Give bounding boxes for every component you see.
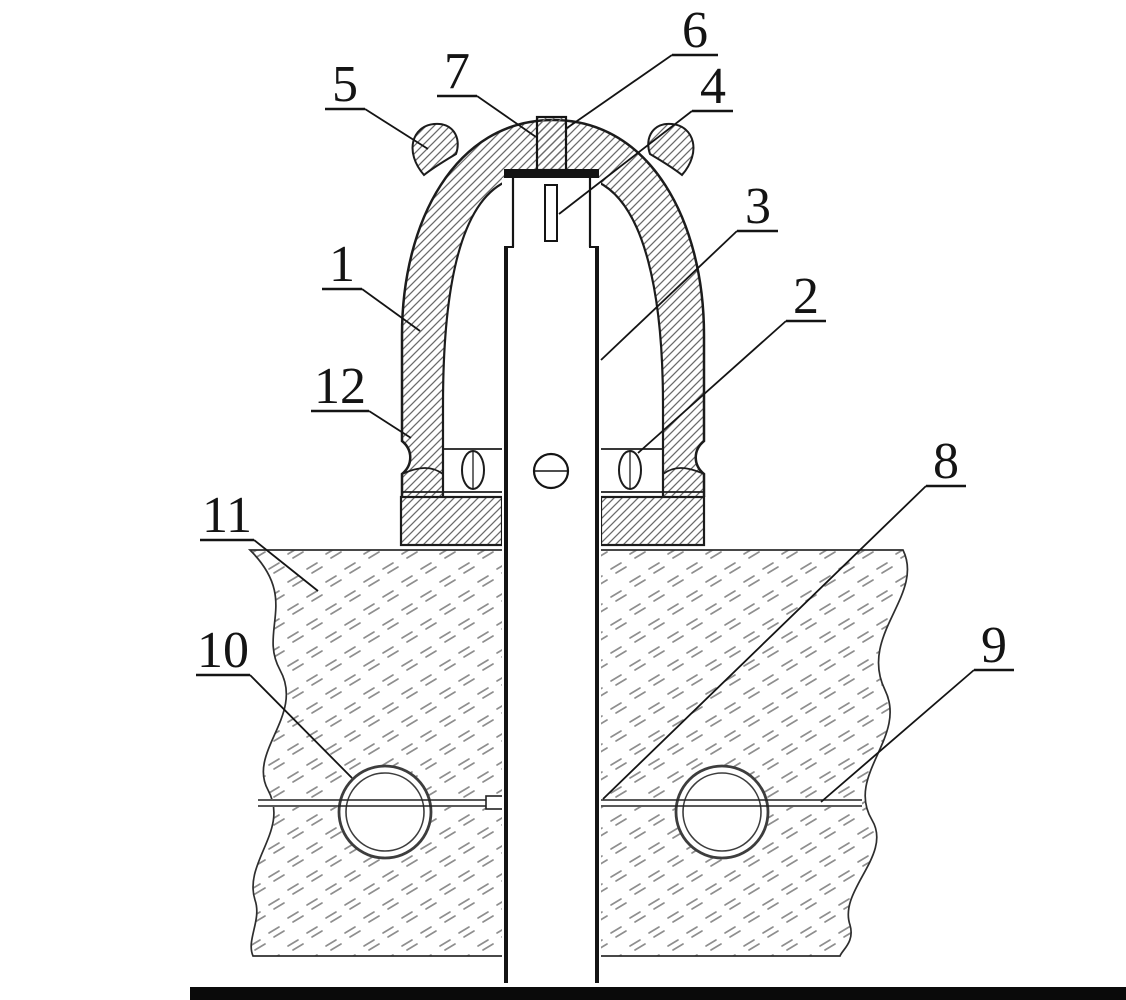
part-number-8: 8 <box>933 433 959 490</box>
part-number-11: 11 <box>202 487 252 544</box>
leader-line-10 <box>249 674 353 779</box>
tube-interior <box>502 178 601 983</box>
part-number-10: 10 <box>197 622 249 679</box>
leader-line-5 <box>364 108 429 150</box>
labels-layer: 6 7 4 5 32 1 12 11 8 10 9 <box>196 2 1014 803</box>
part-label-8: 8 <box>602 433 966 800</box>
part-label-11: 11 <box>200 487 319 592</box>
cap-lug-right <box>647 122 695 177</box>
embedded-pipe-left <box>337 764 433 860</box>
part-number-7: 7 <box>444 43 470 100</box>
part-number-1: 1 <box>329 236 355 293</box>
part-label-12: 12 <box>311 358 412 439</box>
cap-assembly <box>399 118 706 547</box>
pipe-left-outer <box>337 764 433 860</box>
pipe-left-inner <box>345 772 425 852</box>
part-number-9: 9 <box>981 617 1007 674</box>
cap-wall-hatch <box>402 120 704 497</box>
tube-top-cap-bar <box>504 169 599 178</box>
leader-line-9 <box>820 669 975 803</box>
part-label-3: 3 <box>600 178 778 361</box>
tube-inner-slot <box>544 184 558 242</box>
seam-tube-connector <box>485 795 504 810</box>
leader-line-3 <box>600 230 738 361</box>
groove-curve-right <box>662 467 705 475</box>
base-flange-right <box>599 495 706 547</box>
part-number-2: 2 <box>793 268 819 325</box>
leader-line-1 <box>361 288 421 332</box>
top-pin <box>535 115 568 172</box>
base-flange-left <box>399 495 504 547</box>
part-number-6: 6 <box>682 2 708 59</box>
part-label-2: 2 <box>637 268 826 454</box>
central-tube <box>502 169 601 983</box>
groove-curve-left <box>401 467 444 475</box>
leader-line-4 <box>558 110 693 215</box>
part-label-5: 5 <box>325 56 429 150</box>
part-number-3: 3 <box>745 178 771 235</box>
cap-lug-left <box>411 122 459 177</box>
leader-line-11 <box>253 539 319 592</box>
part-number-12: 12 <box>314 358 366 415</box>
part-label-6: 6 <box>566 2 718 129</box>
embedded-pipe-right <box>674 764 770 860</box>
part-label-4: 4 <box>558 58 733 215</box>
leader-line-7 <box>476 95 537 138</box>
part-label-1: 1 <box>322 236 421 332</box>
leader-line-12 <box>368 410 412 439</box>
pipe-right-inner <box>682 772 762 852</box>
part-label-7: 7 <box>437 43 537 138</box>
pipe-right-outer <box>674 764 770 860</box>
leader-line-2 <box>637 320 787 454</box>
part-number-5: 5 <box>332 56 358 113</box>
leader-line-8 <box>602 485 927 800</box>
part-number-4: 4 <box>700 58 726 115</box>
leader-line-6 <box>566 54 673 129</box>
part-label-9: 9 <box>820 617 1014 803</box>
bottom-edge-bar <box>190 987 1126 1000</box>
part-label-10: 10 <box>196 622 353 779</box>
